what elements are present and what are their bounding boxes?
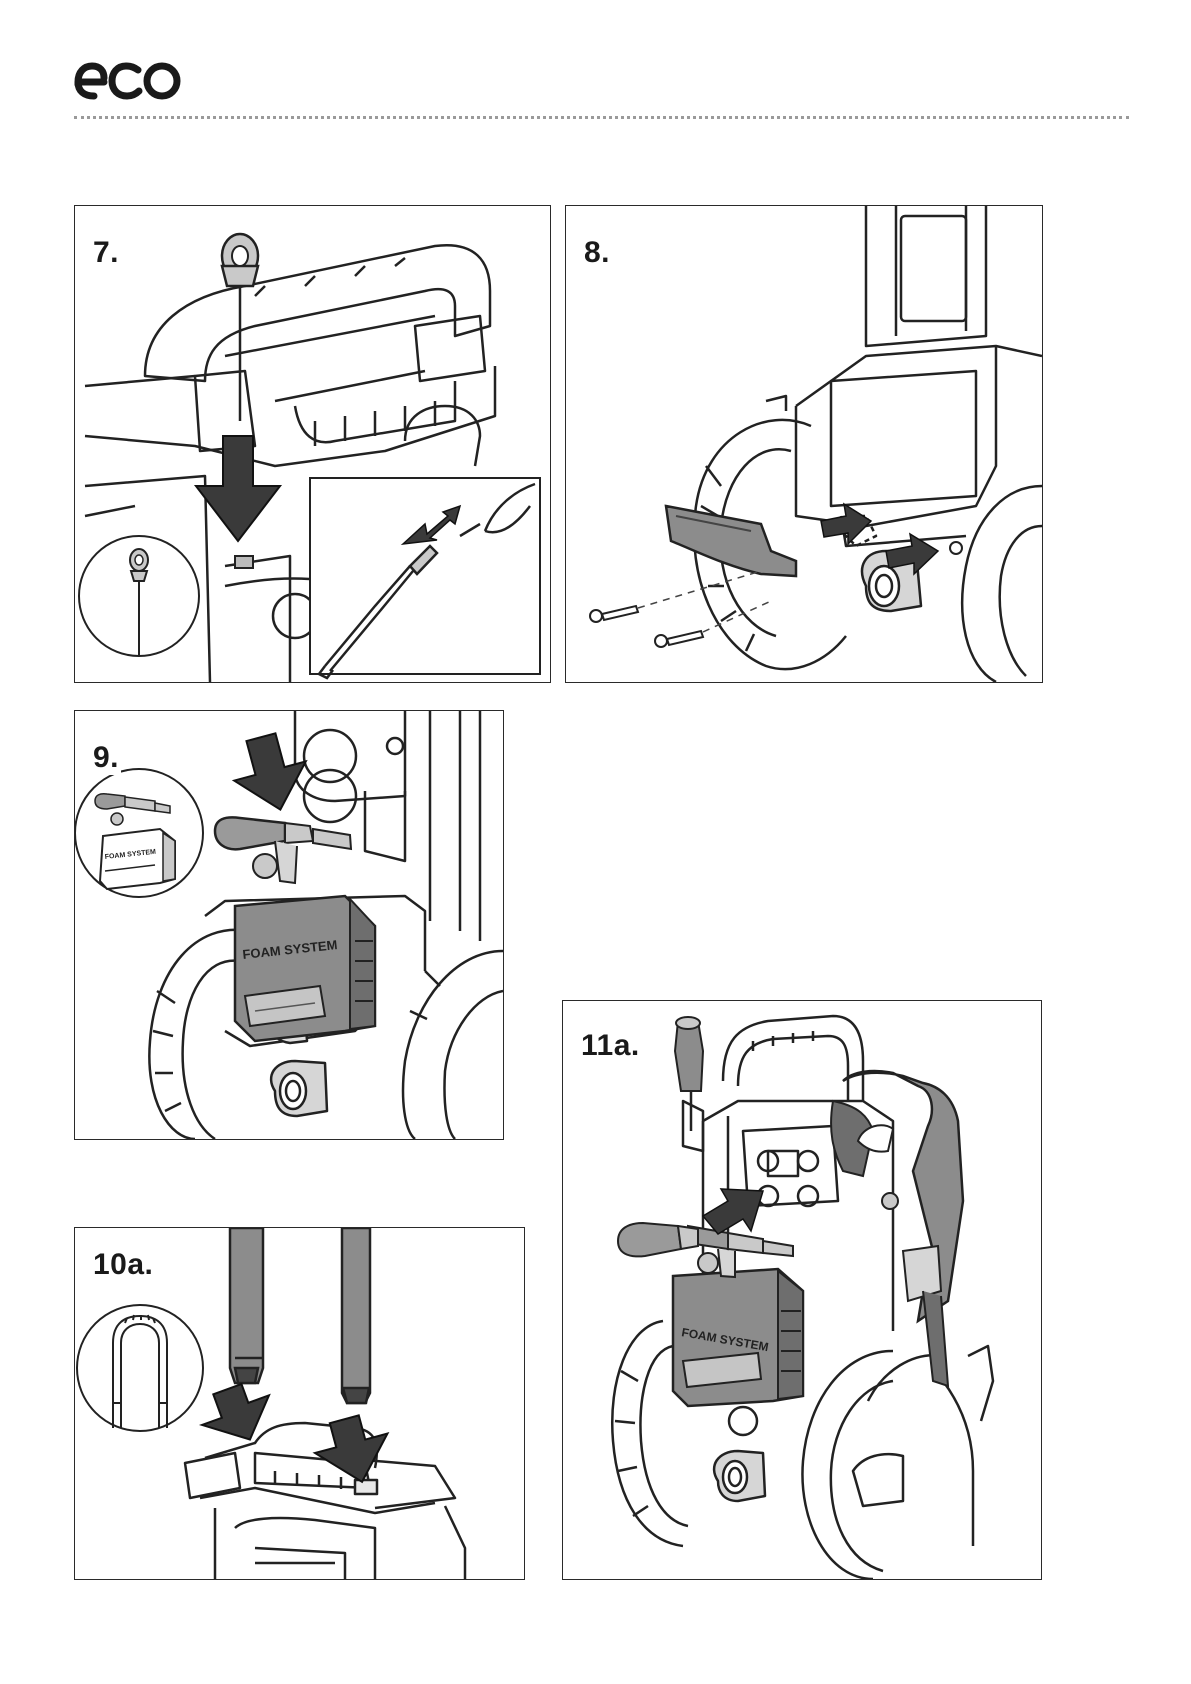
eco-logo — [70, 56, 190, 104]
step-8-illustration — [566, 206, 1042, 682]
step-7-label: 7. — [91, 236, 121, 270]
step-8-label: 8. — [582, 236, 612, 270]
step-11a-label: 11a. — [579, 1029, 642, 1063]
step-9-panel: FOAM SYSTEM FOAM SYSTEM 9. — [74, 710, 504, 1140]
step-11a-illustration: FOAM SYSTEM — [563, 1001, 1041, 1579]
step-9-illustration: FOAM SYSTEM FOAM SYSTEM — [75, 711, 503, 1139]
step-10a-label: 10a. — [91, 1248, 155, 1282]
header-divider — [74, 116, 1129, 119]
step-7-illustration — [75, 206, 550, 682]
step-8-panel: 8. — [565, 205, 1043, 683]
step-10a-panel: 10a. — [74, 1227, 525, 1580]
step-11a-panel: FOAM SYSTEM 11a. — [562, 1000, 1042, 1580]
step-7-panel: 7. — [74, 205, 551, 683]
step-9-label: 9. — [91, 741, 121, 775]
